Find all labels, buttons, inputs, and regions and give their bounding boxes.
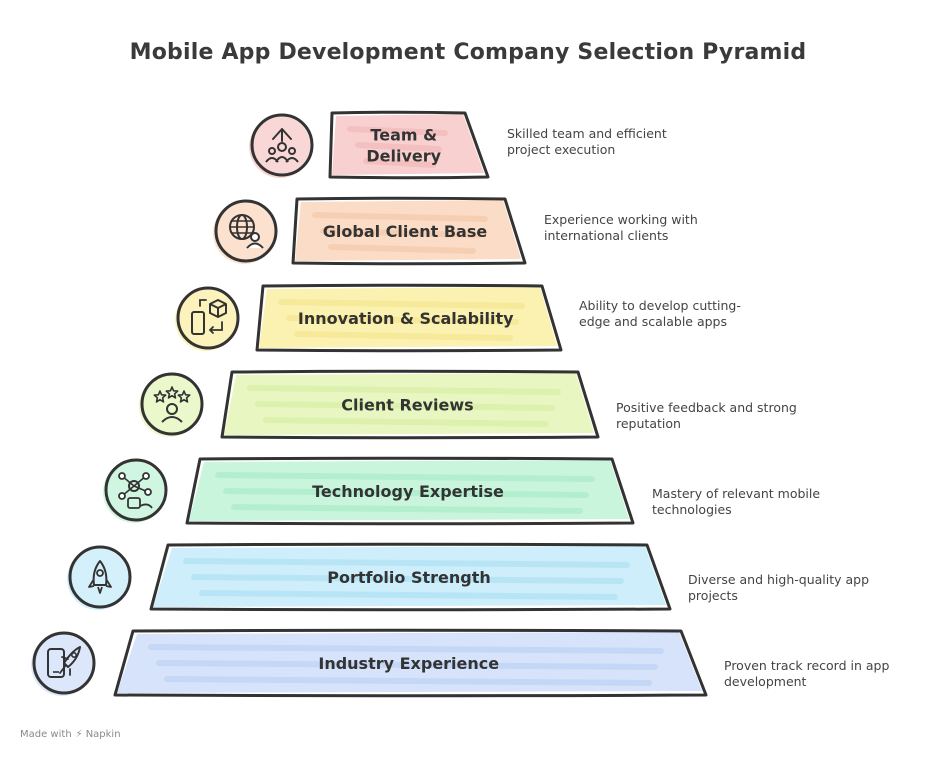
tier-outline (255, 283, 563, 353)
tier-texture (320, 228, 482, 238)
tier-description: Mastery of relevant mobile technologies (652, 486, 821, 517)
tier-description: Positive feedback and strong reputation (616, 400, 797, 431)
tier-texture (278, 299, 525, 309)
tier-texture (215, 472, 595, 482)
tier-texture (286, 315, 519, 325)
tier-outline (149, 542, 672, 612)
tier-texture (328, 244, 476, 254)
pyramid-tier: Innovation & Scalability (255, 283, 563, 353)
tier-texture (148, 644, 664, 654)
pyramid-tier: Industry Experience (113, 628, 708, 698)
tier-fill (117, 632, 702, 693)
tier-texture (191, 574, 624, 584)
tier-description: Experience working with international cl… (544, 212, 698, 243)
pyramid-tier: Technology Expertise (185, 456, 635, 526)
tier-fill (295, 200, 521, 261)
tier-label-line: Team & (370, 126, 437, 145)
tier-outline (328, 110, 490, 180)
tier-label-line: Delivery (366, 147, 441, 166)
tier-outline (291, 196, 527, 266)
tier-label-line: Client Reviews (341, 396, 473, 415)
tier-texture (294, 331, 513, 341)
tier-label-line: Portfolio Strength (327, 568, 491, 587)
star-rating-icon (139, 372, 204, 437)
tier-outline (220, 369, 600, 440)
pyramid-tier: Client Reviews (220, 369, 600, 440)
tier-texture (247, 385, 561, 395)
team-growth-icon (249, 113, 314, 178)
tier-outline (113, 628, 708, 698)
network-hand-icon (103, 458, 168, 523)
rocket-icon (67, 545, 132, 610)
tier-texture (347, 126, 448, 136)
tier-texture (156, 660, 658, 670)
napkin-logo-icon: ⚡ (75, 729, 83, 740)
tier-label: Portfolio Strength (327, 568, 491, 587)
tier-label: Innovation & Scalability (298, 309, 514, 328)
pyramid-tier: Portfolio Strength (149, 542, 672, 612)
pyramid-tier: Global Client Base (291, 196, 527, 266)
footer-brand: Napkin (85, 729, 121, 740)
globe-user-icon (213, 199, 278, 264)
tier-texture (263, 417, 549, 427)
tier-fill (189, 460, 629, 521)
tier-description: Proven track record in app development (724, 658, 890, 689)
tier-label-line: Innovation & Scalability (298, 309, 514, 328)
tier-texture (164, 676, 652, 686)
tier-texture (355, 142, 442, 152)
tier-texture (363, 158, 436, 168)
phone-rocket-icon (31, 631, 96, 696)
tier-texture (223, 488, 589, 498)
tier-label: Industry Experience (318, 654, 499, 673)
footer-prefix: Made with (20, 729, 72, 740)
tier-texture (183, 558, 630, 568)
tier-label: Client Reviews (341, 396, 473, 415)
tier-fill (224, 373, 594, 435)
tier-fill (153, 546, 666, 607)
tier-label: Technology Expertise (312, 482, 504, 501)
tier-label-line: Technology Expertise (312, 482, 504, 501)
tier-description: Skilled team and efficient project execu… (507, 126, 667, 157)
tier-fill (332, 114, 484, 175)
tier-texture (199, 590, 618, 600)
footer: Made with⚡Napkin (20, 729, 121, 740)
tier-texture (312, 212, 488, 222)
cube-device-icon (175, 286, 240, 351)
pyramid-tier: Team & Delivery (328, 110, 490, 180)
diagram-title: Mobile App Development Company Selection… (129, 40, 807, 65)
tier-label: Global Client Base (323, 222, 488, 241)
tier-label-line: Industry Experience (318, 654, 499, 673)
tier-fill (259, 287, 557, 348)
tier-outline (185, 456, 635, 526)
tier-description: Diverse and high-quality app projects (688, 572, 870, 603)
tier-texture (231, 504, 583, 514)
tier-label-line: Global Client Base (323, 222, 488, 241)
tier-label: Team & Delivery (366, 126, 441, 166)
tier-description: Ability to develop cutting-edge and scal… (579, 298, 741, 329)
tier-texture (255, 401, 555, 411)
